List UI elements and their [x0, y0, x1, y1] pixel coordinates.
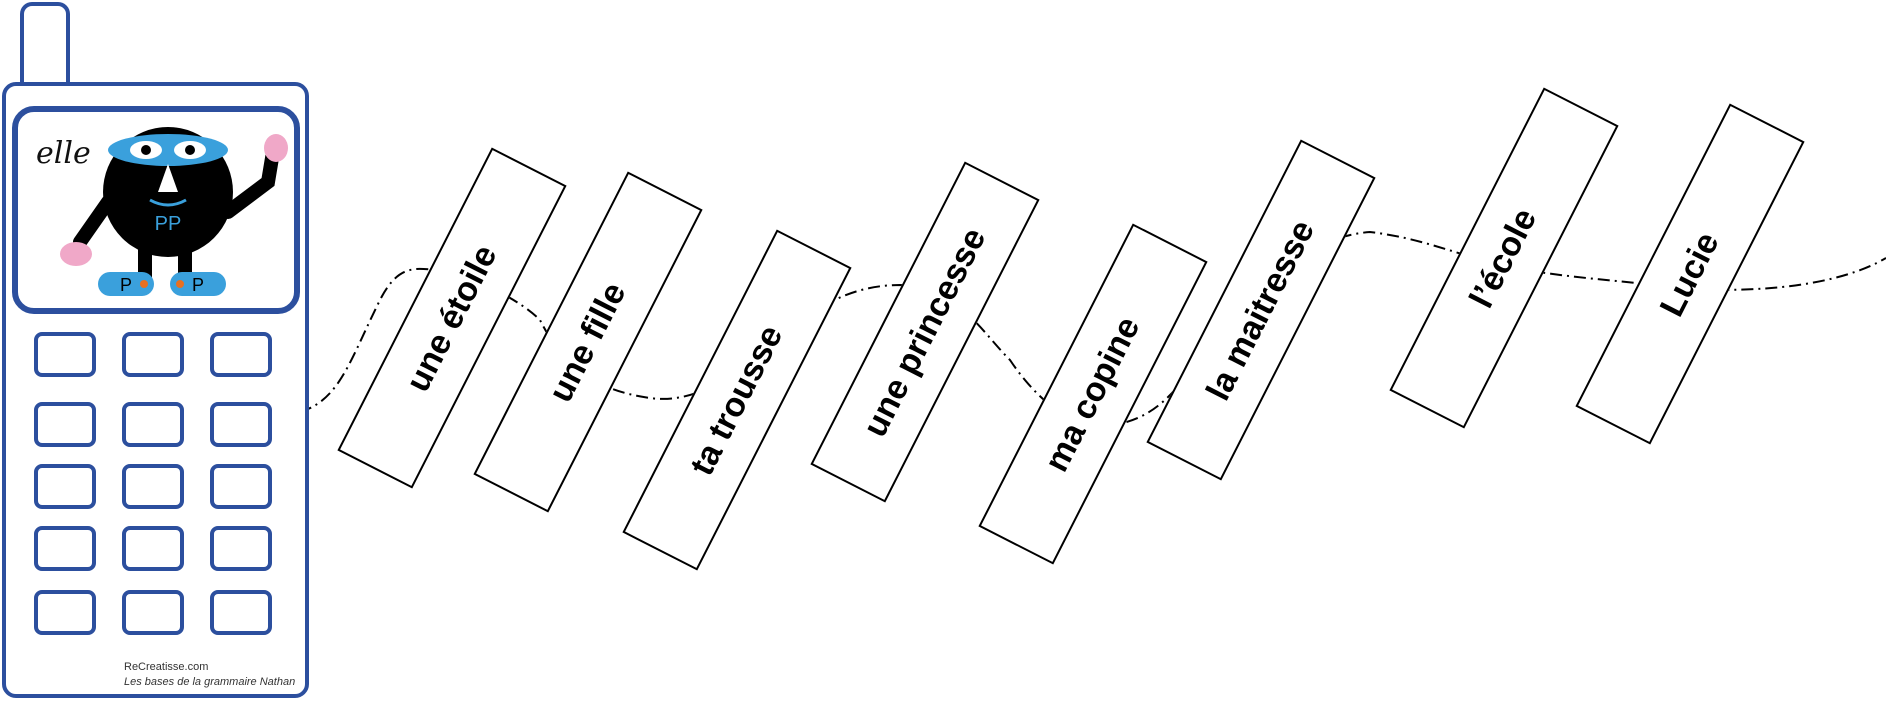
credits-book: Les bases de la grammaire Nathan: [124, 676, 296, 688]
right-foot-letter: P: [192, 275, 204, 295]
keypad-key[interactable]: [210, 332, 272, 377]
pronoun-label: elle: [36, 136, 91, 171]
keypad-key[interactable]: [34, 332, 96, 377]
keypad-key[interactable]: [122, 526, 184, 571]
keypad-key[interactable]: [34, 402, 96, 447]
keypad-key[interactable]: [210, 590, 272, 635]
character-illustration: PP P P: [60, 127, 288, 296]
left-foot-letter: P: [120, 275, 132, 295]
keypad-key[interactable]: [122, 332, 184, 377]
word-card-label: Lucie: [1652, 225, 1727, 322]
badge-text: PP: [155, 213, 182, 235]
keypad-key[interactable]: [210, 464, 272, 509]
keypad-key[interactable]: [122, 464, 184, 509]
credits-site: ReCreatisse.com: [124, 661, 209, 673]
keypad-key[interactable]: [34, 590, 96, 635]
phone-antenna: [20, 2, 70, 92]
credits: ReCreatisse.com Les bases de la grammair…: [124, 660, 308, 690]
keypad-key[interactable]: [34, 526, 96, 571]
phone-screen: elle PP: [12, 106, 300, 314]
keypad-key[interactable]: [210, 402, 272, 447]
keypad-key[interactable]: [122, 402, 184, 447]
keypad-key[interactable]: [210, 526, 272, 571]
keypad-key[interactable]: [122, 590, 184, 635]
keypad-key[interactable]: [34, 464, 96, 509]
